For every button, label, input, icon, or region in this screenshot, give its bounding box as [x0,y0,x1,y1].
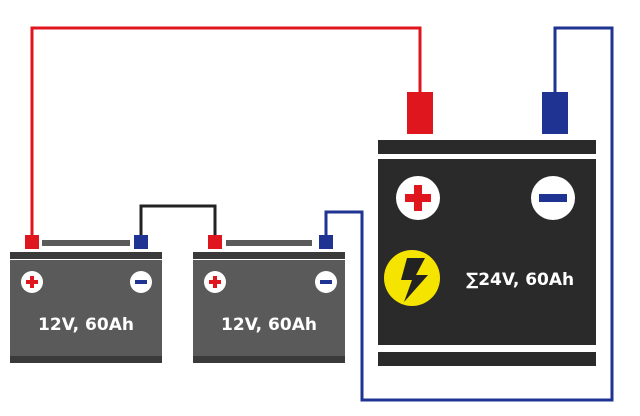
battery-middle: 12V, 60Ah [193,235,345,363]
plus-icon [396,176,440,220]
lightning-bolt-icon [384,250,440,306]
negative-wire-right [324,26,614,402]
battery-middle-top-band [193,252,345,259]
minus-icon [315,271,337,293]
battery-left-label: 12V, 60Ah [38,315,134,335]
battery-middle-bottom-band [193,356,345,363]
series-link-wire [139,204,217,238]
battery-combined-positive-terminal [407,92,433,134]
battery-combined-label: ∑24V, 60Ah [466,270,574,290]
battery-middle-lid [226,240,312,246]
battery-combined-negative-terminal [542,92,568,134]
plus-icon [21,271,43,293]
minus-icon [130,271,152,293]
battery-left-lid [42,240,130,246]
battery-left-negative-terminal [134,235,148,249]
battery-left-bottom-band [10,356,162,363]
battery-left: 12V, 60Ah [10,235,162,363]
battery-combined-bottom-band [378,352,596,366]
minus-icon [531,176,575,220]
battery-middle-negative-terminal [319,235,333,249]
battery-middle-positive-terminal [208,235,222,249]
battery-middle-label: 12V, 60Ah [221,315,317,335]
battery-left-top-band [10,252,162,259]
positive-wire [30,26,422,238]
plus-icon [204,271,226,293]
battery-combined-top-band [378,140,596,154]
battery-combined: ∑24V, 60Ah [378,92,596,366]
battery-left-positive-terminal [25,235,39,249]
